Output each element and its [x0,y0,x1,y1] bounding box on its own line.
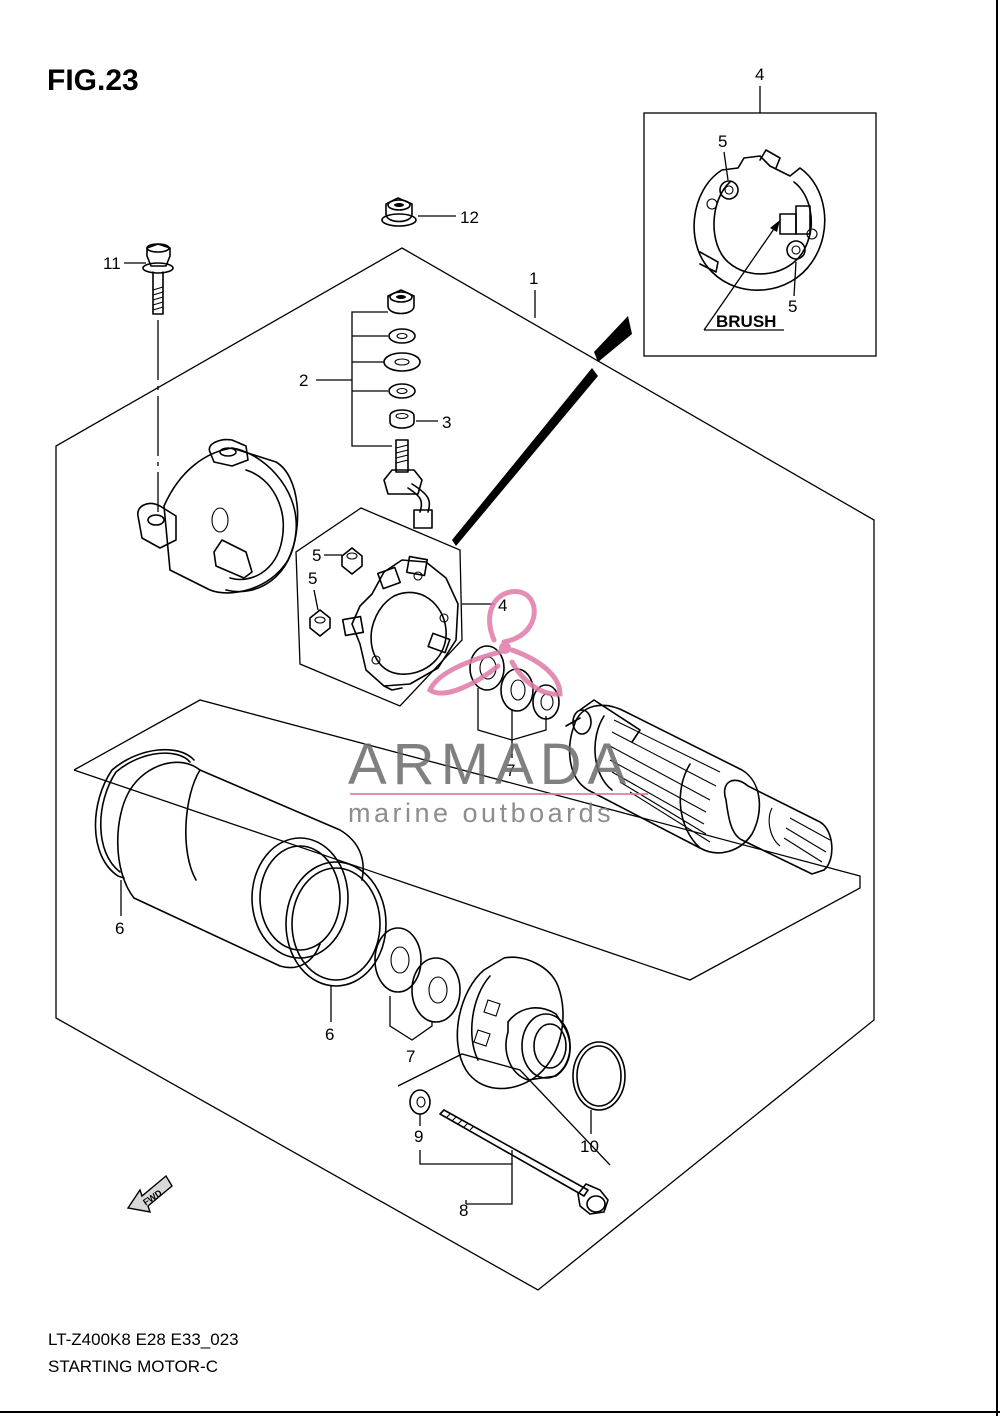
footer-model-code: LT-Z400K8 E28 E33_023 [48,1330,239,1349]
part-5-brush-b [309,609,331,637]
callout-5-inset-top: 5 [718,132,727,151]
watermark-name: ARMADA [348,732,632,797]
callout-11: 11 [103,254,121,273]
callout-7-lower: 7 [406,1047,415,1066]
callout-5-main-b: 5 [308,569,317,588]
assembly-outline [55,247,875,1291]
callout-6-left: 6 [115,919,124,938]
part-2-terminal-kit [383,289,421,429]
callout-5-inset-bottom: 5 [788,297,797,316]
part-10-o-ring [572,1041,626,1111]
inset-leader-wedge-lower [452,368,598,546]
callout-5-inset-top-leader [723,151,729,181]
brush-label: BRUSH [716,312,776,331]
brush-holder-group-outline [295,507,463,707]
callout-8-bracket [419,1150,513,1205]
part-6-o-ring-right [251,837,387,987]
callout-5-main-a: 5 [312,546,321,565]
callout-10: 10 [580,1137,599,1156]
watermark-tagline: marine outboards [348,798,614,828]
part-9-washer [409,1089,431,1115]
fwd-direction-arrow: FWD [126,1174,173,1213]
inset-leader-wedge [594,316,632,362]
part-5-brush-a [341,547,363,575]
callout-12: 12 [460,208,479,227]
part-7-washers-upper [469,645,560,720]
callout-5-inset-bottom-leader [793,261,797,297]
callout-7-lower-bracket [389,996,433,1041]
callout-1: 1 [529,269,538,288]
part-armature [565,699,833,875]
part-4-brush-holder [341,555,459,691]
part-11-bolt [142,243,174,315]
part-front-cover [456,956,571,1090]
callout-2-bracket [351,311,392,447]
armature-group-outline [73,699,861,981]
part-12-flange-nut [381,197,417,227]
footer-section-name: STARTING MOTOR-C [48,1357,218,1376]
part-8-through-bolt [439,1109,609,1215]
callout-6-right: 6 [325,1025,334,1044]
callout-8: 8 [459,1201,468,1220]
brush-leader-arrowhead [770,220,780,232]
watermark-propeller-logo [426,589,563,697]
part-7-washers-lower [374,927,461,1023]
callout-3: 3 [442,413,451,432]
callout-2: 2 [299,371,308,390]
callout-4-main: 4 [498,596,507,615]
callout-9: 9 [414,1127,423,1146]
brush-leader [703,225,777,331]
watermark: ARMADA marine outboards [348,589,648,828]
part-6-o-ring-left [94,748,195,879]
figure-title: FIG.23 [47,64,139,97]
cover-group-outline [397,1053,611,1166]
callout-7-upper: 7 [506,761,515,780]
part-rear-end-cover [137,438,299,594]
callout-4-inset: 4 [755,65,764,84]
part-yoke-housing [116,761,364,969]
inset-brush-plate [693,149,826,291]
callout-5-main-b-leader [313,589,319,611]
part-terminal-bolt-lead [383,439,433,529]
